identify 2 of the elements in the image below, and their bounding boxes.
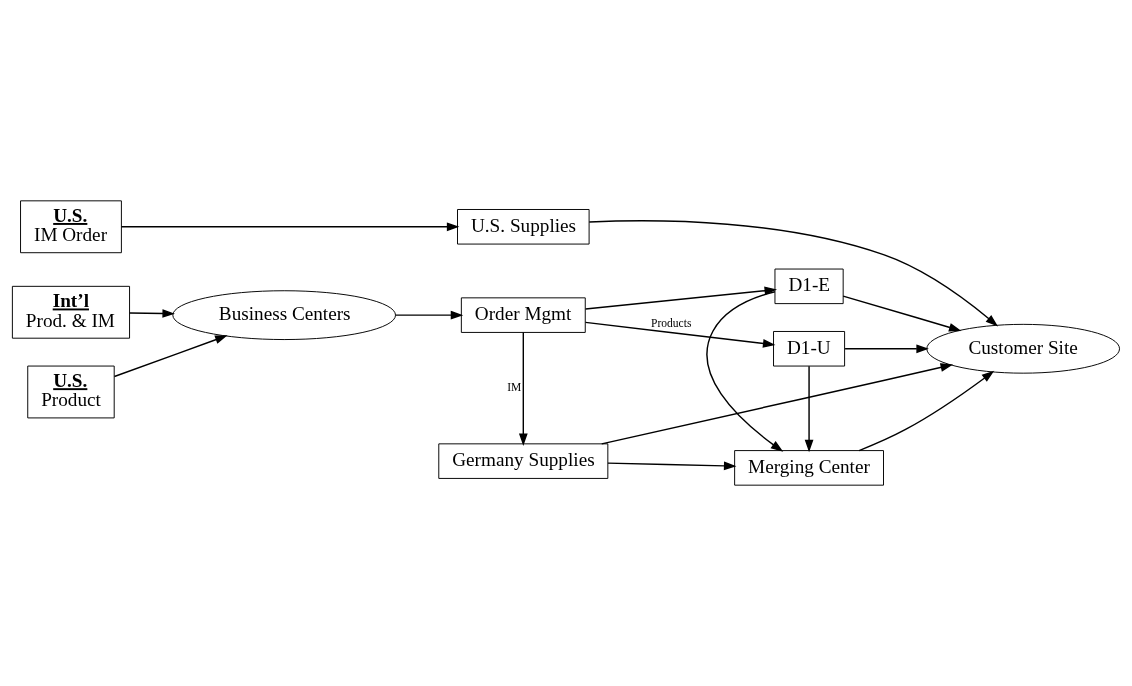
edge-label: IM bbox=[507, 381, 522, 394]
edge-label: Products bbox=[651, 317, 692, 330]
